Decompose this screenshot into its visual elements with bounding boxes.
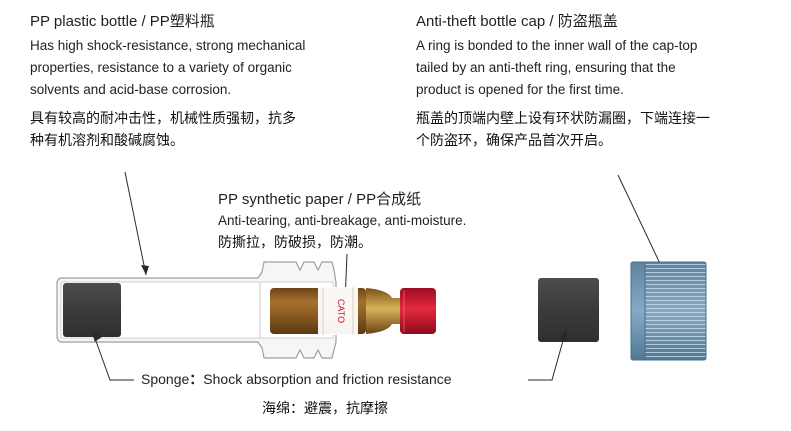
cap-chinese-line-2: 个防盗环，确保产品首次开启。 [416, 133, 612, 149]
vial-red-cap [400, 288, 436, 334]
sponge-bracket-lines [91, 328, 568, 381]
cap-chinese-line-1: 瓶盖的顶端内壁上设有环状防漏圈，下端连接一 [416, 111, 710, 127]
bottle-leader-line [124, 171, 149, 276]
vial-label-sticker [318, 287, 358, 335]
bottle-description-line-3: solvents and acid-base corrosion. [30, 82, 232, 97]
paper-chinese: 防撕拉，防破损，防潮。 [218, 235, 372, 251]
bottle-chinese-line-2: 种有机溶剂和酸碱腐蚀。 [30, 133, 184, 149]
sponge-label-prefix: Sponge [141, 371, 190, 387]
bottle-chinese-line-1: 具有较高的耐冲击性，机械性质强韧，抗多 [30, 111, 296, 127]
bottle-description-line-2: properties, resistance to a variety of o… [30, 60, 292, 75]
sponge-label-separator: ： [189, 371, 204, 387]
sponge-in-tube [63, 283, 121, 337]
sponge-chinese: 海绵：避震，抗摩擦 [262, 401, 388, 417]
amber-vial: CATO [270, 287, 400, 335]
cap-description-line-3: product is opened for the first time. [416, 82, 624, 97]
paper-title: PP synthetic paper / PP合成纸 [218, 191, 422, 208]
bottle-description-line-1: Has high shock-resistance, strong mechan… [30, 38, 306, 53]
vial-label-text: CATO [336, 299, 346, 323]
paper-description: Anti-tearing, anti-breakage, anti-moistu… [218, 213, 467, 228]
cap-description-line-2: tailed by an anti-theft ring, ensuring t… [416, 60, 676, 75]
bottle-title: PP plastic bottle / PP塑料瓶 [30, 13, 215, 30]
cap-leader-line [617, 174, 665, 273]
sponge-piece [538, 278, 599, 342]
sponge-label: Sponge：Shock absorption and friction res… [141, 368, 452, 390]
anti-theft-cap [630, 261, 707, 361]
sponge-label-rest: Shock absorption and friction resistance [203, 371, 452, 387]
cap-description-line-1: A ring is bonded to the inner wall of th… [416, 38, 698, 53]
cap-title: Anti-theft bottle cap / 防盗瓶盖 [416, 13, 618, 30]
